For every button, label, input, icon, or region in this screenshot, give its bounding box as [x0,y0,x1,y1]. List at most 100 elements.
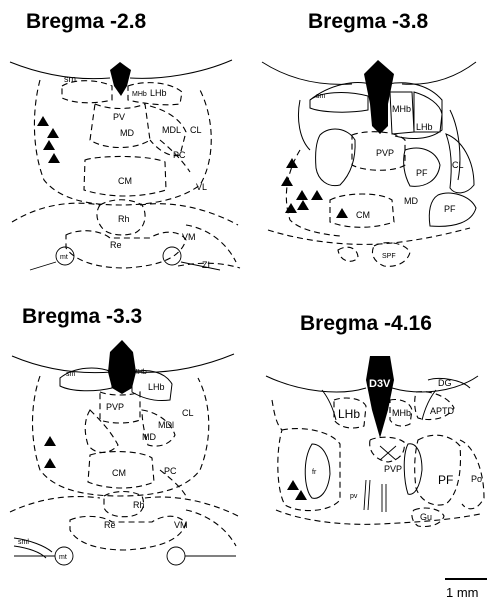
marker-triangle [296,190,308,200]
ventral-boundary [276,510,480,524]
label-sm: sm [66,371,76,378]
marker-triangle [44,458,56,468]
label-sm: sm [316,93,326,100]
label-lhb: LHb [416,122,433,132]
ventral-small-region [338,247,358,261]
label-mhb: MHb [392,408,411,418]
marker-triangle [286,158,298,168]
label-pc: PC [164,466,177,476]
label-mdl: MDl [158,420,174,430]
marker-triangle [37,116,49,126]
label-vm: VM [174,520,188,530]
label-po: Po [471,474,482,484]
mammillothalamic-line [30,262,220,270]
re-region [70,516,186,550]
label-mt: mt [60,254,68,261]
marker-triangle [44,436,56,446]
panel-bregma-3-8: Bregma -3.8 sm MHb LHb PVP PF MD CM CL P… [262,10,476,266]
label-md: MD [142,432,156,442]
fr-region [305,444,330,498]
label-pvp: PVP [384,464,402,474]
panel-title: Bregma -4.16 [300,312,432,335]
label-d3v: D3V [369,378,391,390]
label-lhb: LHb [148,382,165,392]
label-pf-lateral: PF [444,204,456,214]
marker-triangle [336,208,348,218]
mt-tract-right [163,247,181,265]
label-cm: CM [118,176,132,186]
label-pvp: PVP [106,402,124,412]
label-sml: sml [18,539,29,546]
label-spf: SPF [382,253,396,260]
label-pv: PV [113,112,125,122]
label-pf: PF [416,168,428,178]
label-mhb: MHb [392,104,411,114]
label-pc: PC [173,150,186,160]
re-region [66,231,186,268]
label-pvp: PVP [376,148,394,158]
label-cl: CL [452,160,464,170]
scale-bar-label: 1 mm [446,585,479,600]
marker-triangle [297,200,309,210]
label-zi: ZI [202,260,210,270]
md-region [85,410,118,453]
label-cm: CM [112,468,126,478]
label-re: Re [104,520,116,530]
md-region [316,129,355,186]
lateral-thalamus-region [33,376,209,496]
label-rh: Rh [118,214,130,224]
third-ventricle [110,62,131,96]
label-vm: VM [182,232,196,242]
label-mdl: MDL [162,125,181,135]
panel-title: Bregma -3.8 [308,10,429,33]
pvp-region [370,437,405,462]
panel-title: Bregma -2.8 [26,10,147,33]
label-cl: CL [182,408,194,418]
marker-triangle [48,153,60,163]
marker-triangle [47,128,59,138]
label-cm: CM [356,210,370,220]
label-rh: Rh [133,500,145,510]
label-aptd: APTD [430,406,455,416]
pf-inner [404,444,422,495]
pvp-crossing [380,446,396,460]
label-mhb: MHb [132,369,147,376]
vm-region [186,510,236,546]
marker-triangle [281,176,293,186]
label-vl: VL [196,182,207,192]
dorsal-left-boundary [272,400,282,430]
vm-region [186,225,236,262]
panel-bregma-4-16: Bregma -4.16 D3V DG APTD LHb MHb PVP fr … [266,312,484,527]
label-lhb: LHb [150,88,167,98]
label-pf: PF [438,473,453,487]
label-dg: DG [438,378,452,388]
label-sm: sm [64,74,76,84]
label-md: MD [404,196,418,206]
label-mhb: MHb [132,91,147,98]
panel-bregma-2-8: Bregma -2.8 sm MHb LHb PV MD MDL CL PC C… [10,10,240,270]
lateral-thalamus-region [34,80,211,205]
pv-md-region [90,104,150,148]
scale-bar: 1 mm [445,579,487,600]
marker-triangle [287,480,299,490]
panel-title: Bregma -3.3 [22,305,142,328]
mt-tract-right [167,547,185,565]
label-fr: fr [312,469,317,476]
ventral-boundary [268,228,470,244]
label-re: Re [110,240,122,250]
label-gu: Gu [420,512,432,522]
label-pv: pv [350,493,358,500]
third-ventricle [366,356,394,438]
label-cl: CL [190,125,202,135]
habenula-region [62,81,112,103]
label-md: MD [120,128,134,138]
pv-tract-lines [364,480,386,512]
ventral-boundary [10,497,238,516]
panel-bregma-3-3: Bregma -3.3 sm MHb LHb PVP MDl MD CL CM … [10,305,238,565]
marker-triangle [295,490,307,500]
marker-triangle [43,140,55,150]
left-lateral-region [278,429,340,511]
marker-triangle [311,190,323,200]
label-lhb: LHb [338,407,360,421]
